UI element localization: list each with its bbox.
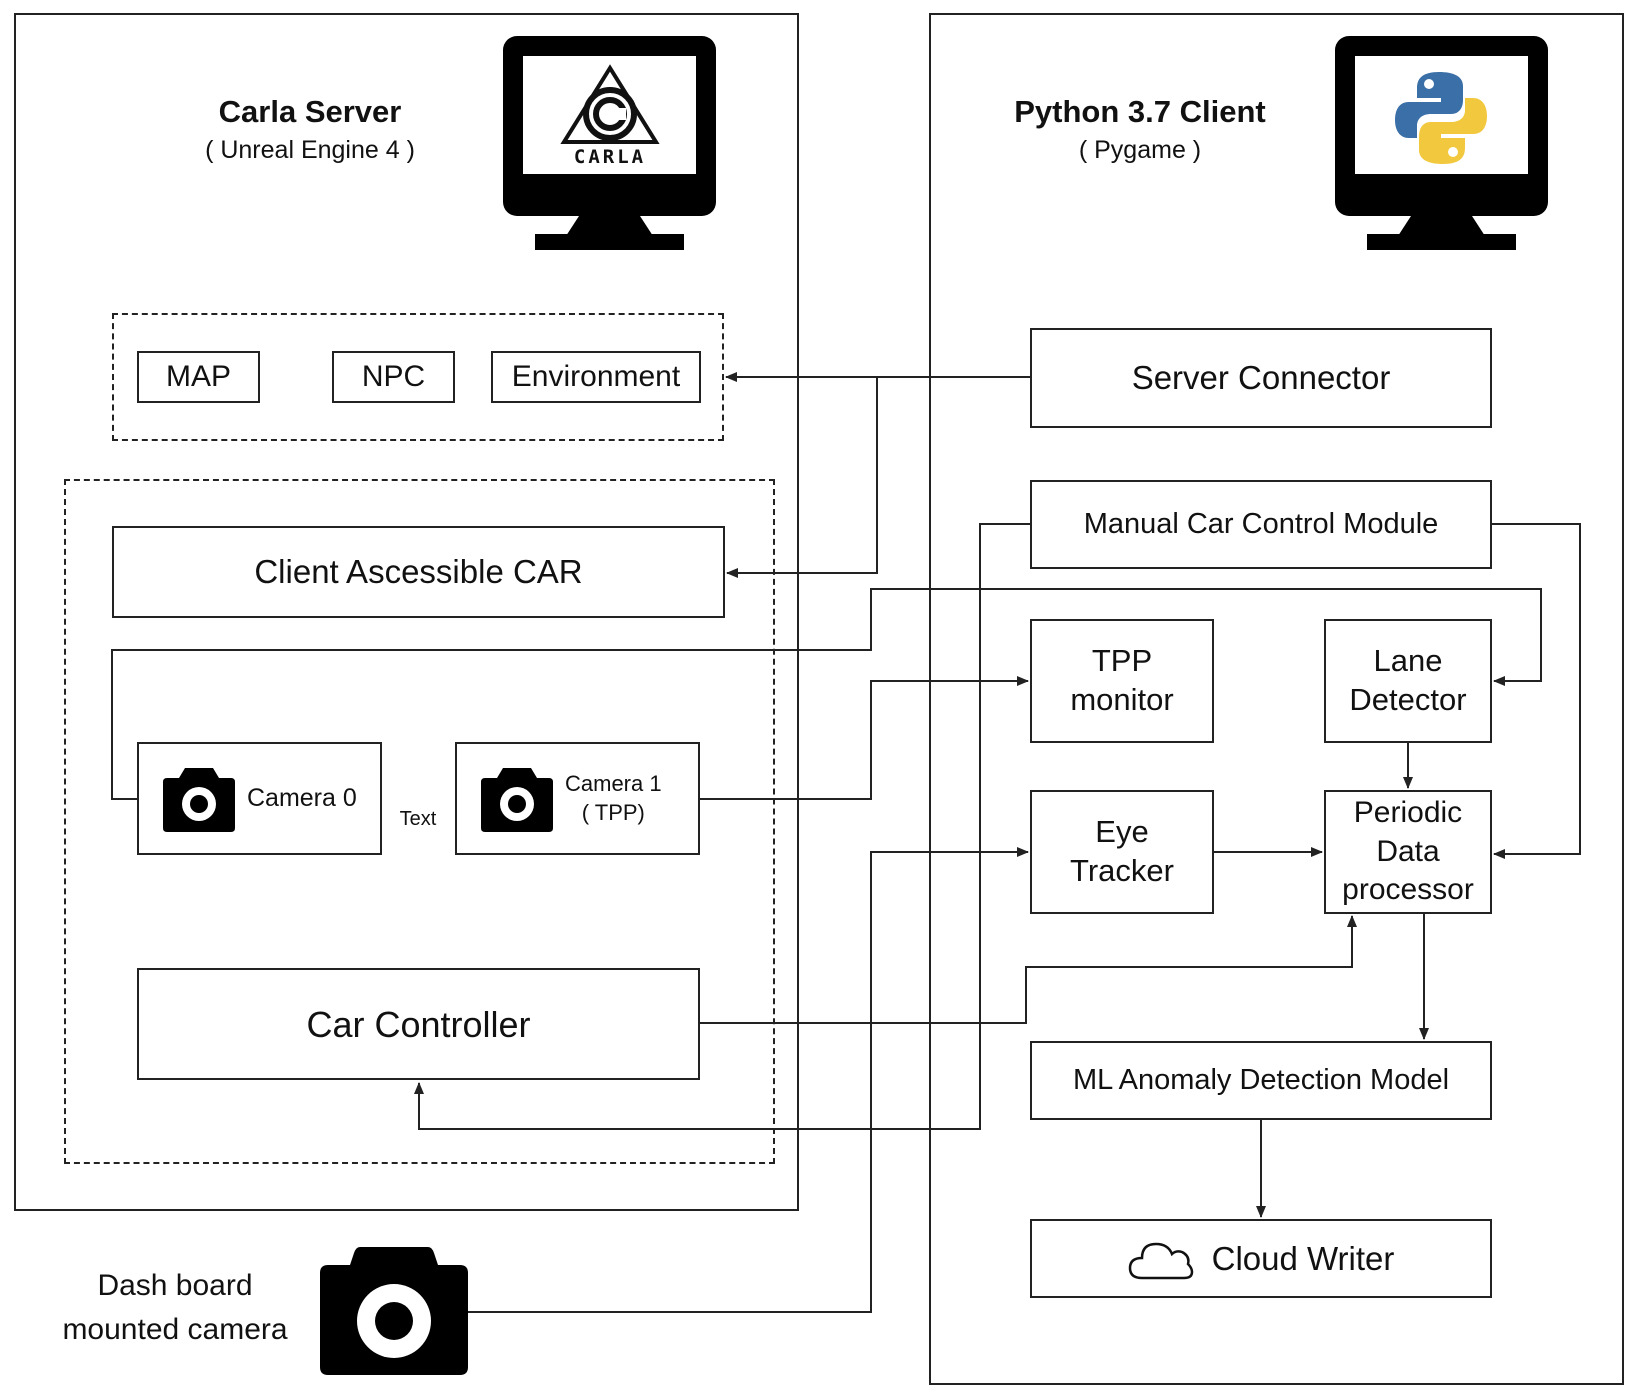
tpp-monitor-box: TPP monitor (1030, 619, 1214, 743)
lane-detector-box: Lane Detector (1324, 619, 1492, 743)
npc-box: NPC (332, 351, 455, 403)
server-connector-box: Server Connector (1030, 328, 1492, 428)
dashboard-camera-label: Dash board mounted camera (62, 1269, 288, 1346)
manual-car-control-box: Manual Car Control Module (1030, 480, 1492, 569)
carla-server-panel (14, 13, 799, 1211)
map-box: MAP (137, 351, 260, 403)
world-settings-group (112, 313, 724, 441)
camera-icon (481, 766, 553, 832)
server-title: Carla Server (218, 94, 402, 129)
cloud-writer-box: Cloud Writer (1030, 1219, 1492, 1298)
dashcam-to-eye-line (468, 847, 1029, 1313)
carla-logo-text: CARLA (573, 146, 647, 168)
server-subtitle: ( Unreal Engine 4 ) (205, 136, 415, 164)
camera-icon (320, 1245, 468, 1375)
camera0-box: Camera 0 (137, 742, 382, 855)
car-controller-box: Car Controller (137, 968, 700, 1080)
camera0-label: Camera 0 (247, 783, 357, 812)
controller-to-processor-line (700, 915, 1357, 1024)
client-accessible-car-box: Client Ascessible CAR (112, 526, 725, 618)
camera-icon (163, 766, 235, 832)
client-title: Python 3.7 Client (1014, 94, 1266, 129)
cloud-writer-label: Cloud Writer (1211, 1239, 1395, 1277)
eye-tracker-box: Eye Tracker (1030, 790, 1214, 914)
car-group (64, 479, 775, 1164)
environment-box: Environment (491, 351, 701, 403)
carla-logo-icon: CARLA (550, 64, 670, 172)
camera1-label: Camera 1 ( TPP) (565, 770, 662, 825)
connector-to-car-line (726, 377, 878, 578)
camera0-to-lane-line (111, 588, 1542, 800)
periodic-data-processor-box: Periodic Data processor (1324, 790, 1492, 914)
python-client-panel (929, 13, 1624, 1385)
camera-gap-label: Text (399, 808, 437, 830)
manual-to-controller-line (414, 523, 1030, 1130)
camera1-to-tpp-line (700, 676, 1029, 800)
camera1-box: Camera 1 ( TPP) (455, 742, 700, 855)
ml-anomaly-model-box: ML Anomaly Detection Model (1030, 1041, 1492, 1120)
python-logo-icon (1393, 70, 1489, 166)
cloud-icon (1128, 1238, 1194, 1280)
client-subtitle: ( Pygame ) (1078, 136, 1202, 164)
manual-to-processor-line (1492, 523, 1581, 859)
